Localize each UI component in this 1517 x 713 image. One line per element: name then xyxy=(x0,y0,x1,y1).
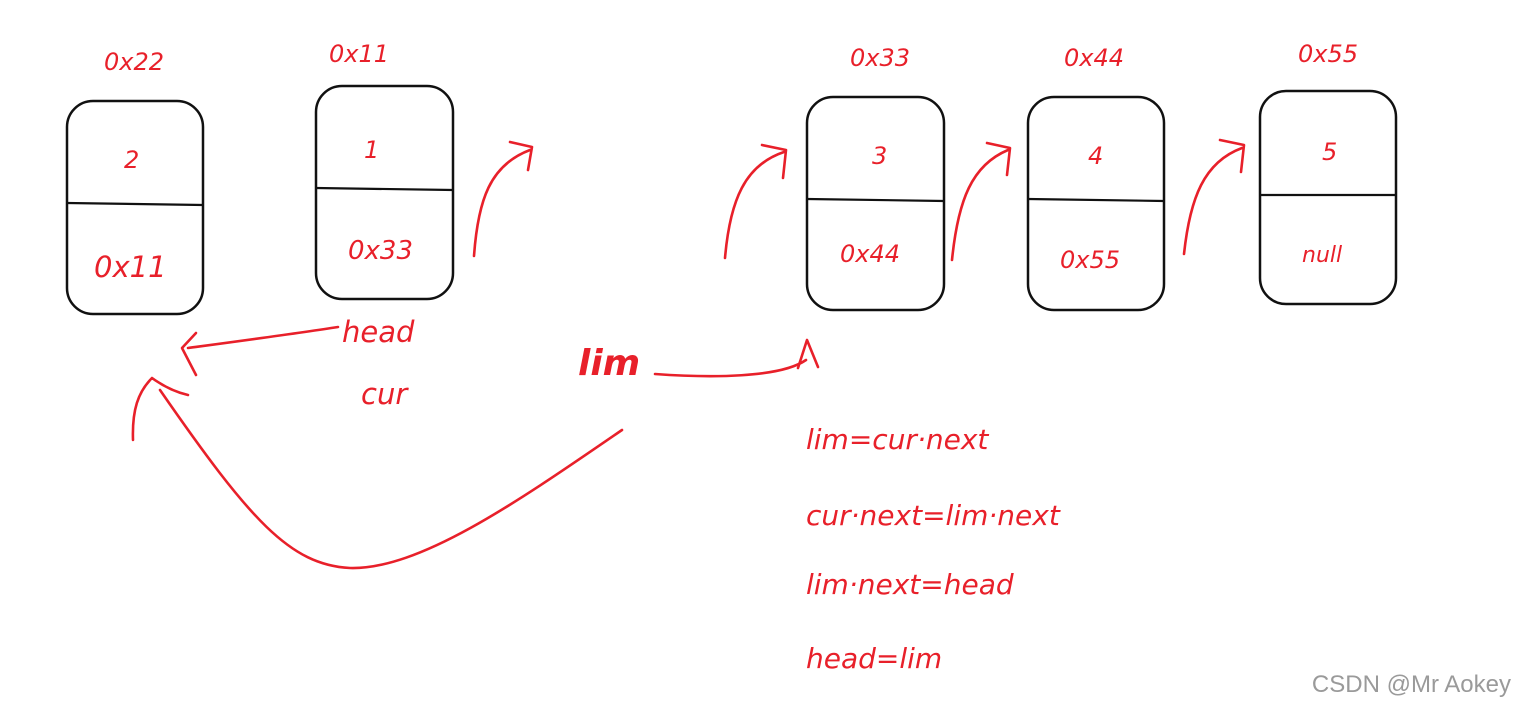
node-address: 0x33 xyxy=(850,44,910,72)
watermark: CSDN @Mr Aokey xyxy=(1311,671,1511,698)
head-label: head xyxy=(342,315,415,349)
node-value: 5 xyxy=(1322,138,1337,166)
node-0x33: 0x33 3 0x44 xyxy=(805,44,946,312)
step-3: lim·next=head xyxy=(806,568,1014,601)
node-box xyxy=(805,95,946,312)
next-arrow xyxy=(472,140,534,258)
node-0x44: 0x44 4 0x55 xyxy=(1026,44,1166,312)
node-address: 0x44 xyxy=(1064,44,1124,72)
step-1: lim=cur·next xyxy=(806,423,989,456)
node-next: null xyxy=(1302,243,1342,268)
node-divider xyxy=(66,201,204,207)
node-divider xyxy=(315,186,454,192)
node-next: 0x33 xyxy=(348,236,413,266)
node-address: 0x55 xyxy=(1298,40,1358,68)
node-0x22: 0x22 2 0x11 xyxy=(65,48,205,316)
node-value: 1 xyxy=(364,136,379,164)
lim-label: lim xyxy=(578,343,640,384)
node-next: 0x55 xyxy=(1060,246,1120,274)
node-next: 0x11 xyxy=(94,250,167,284)
node-box xyxy=(1026,95,1166,312)
node-box xyxy=(314,84,455,301)
node-address: 0x22 xyxy=(104,48,164,76)
node-address: 0x11 xyxy=(329,40,389,68)
node-box xyxy=(1258,89,1398,306)
node-box xyxy=(65,99,205,316)
step-4: head=lim xyxy=(806,642,942,675)
node-value: 3 xyxy=(872,142,887,170)
node-value: 2 xyxy=(124,146,139,174)
node-divider xyxy=(806,197,945,203)
step-2: cur·next=lim·next xyxy=(806,499,1061,532)
node-divider xyxy=(1027,197,1165,203)
lim-arrow xyxy=(653,338,820,378)
next-arrow xyxy=(1182,138,1246,256)
head-arrow xyxy=(180,325,340,377)
next-arrow xyxy=(723,143,788,260)
node-0x11: 0x11 1 0x33 xyxy=(314,40,455,301)
node-value: 4 xyxy=(1088,142,1103,170)
next-arrow xyxy=(950,141,1012,262)
node-next: 0x44 xyxy=(840,240,900,268)
lim-next-head-arrow xyxy=(131,376,624,570)
cur-label: cur xyxy=(361,377,409,411)
node-0x55: 0x55 5 null xyxy=(1258,40,1398,306)
